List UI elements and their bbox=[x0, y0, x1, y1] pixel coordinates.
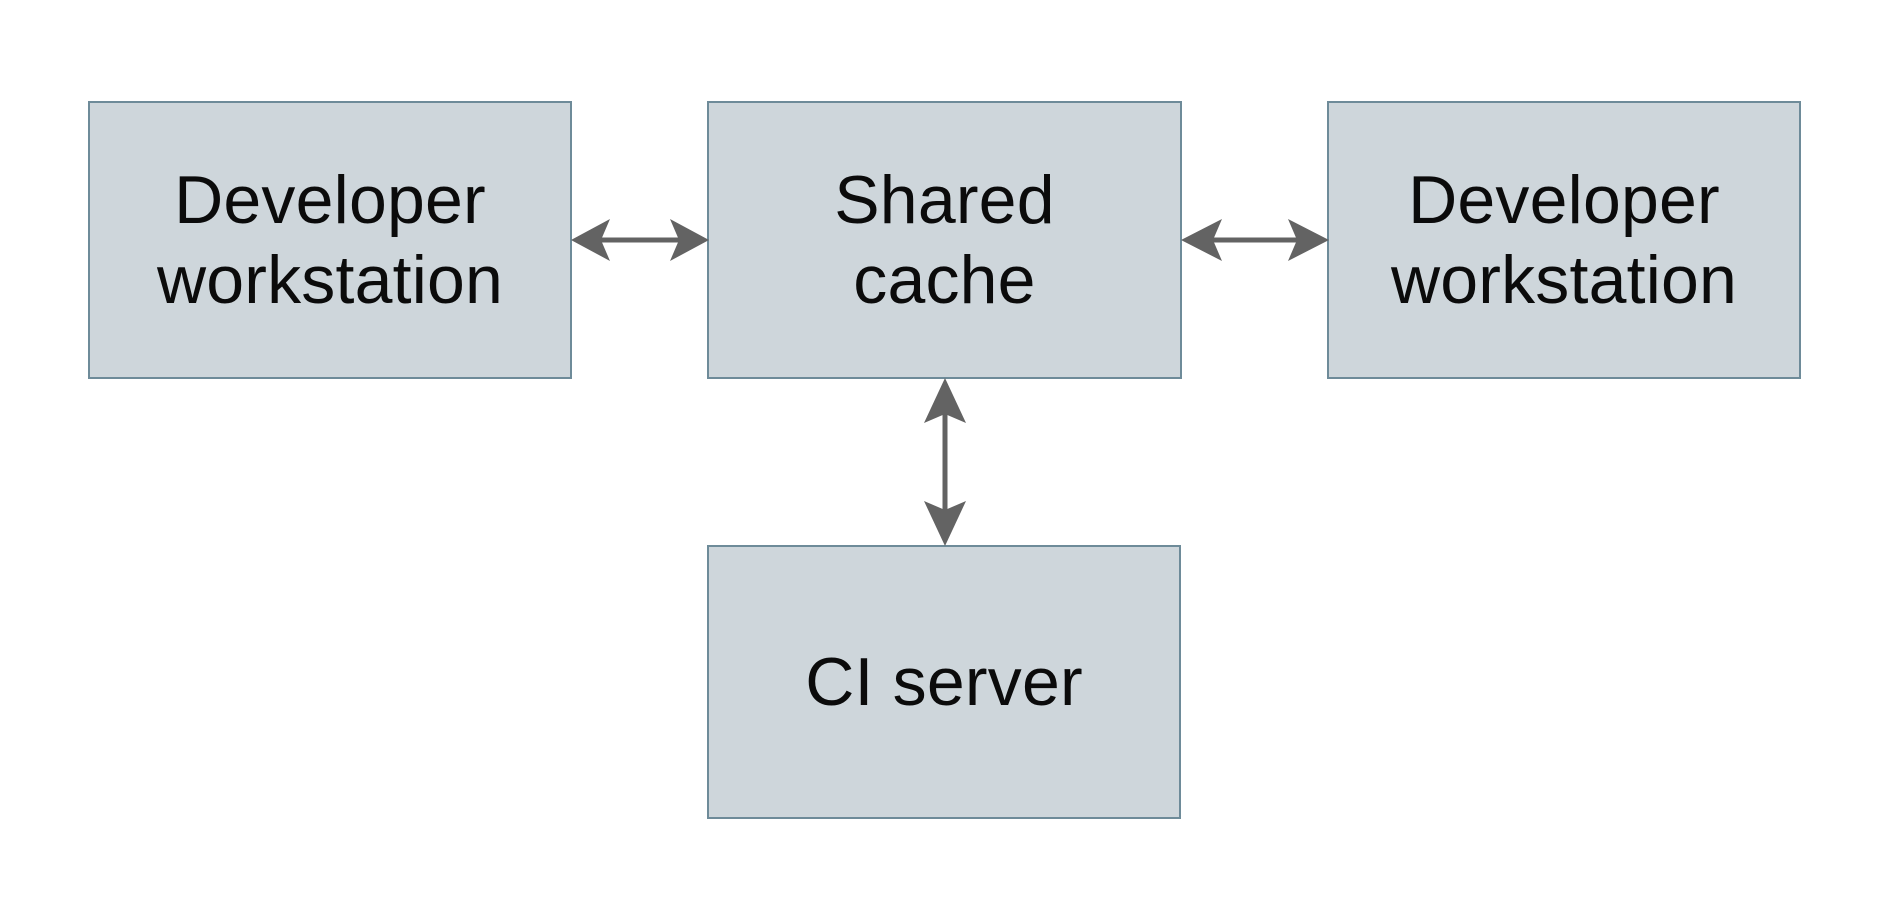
node-developer-workstation-right[interactable]: Developer workstation bbox=[1327, 101, 1801, 379]
node-label: Developer workstation bbox=[1390, 161, 1738, 318]
node-label: Developer workstation bbox=[156, 161, 504, 318]
node-developer-workstation-left[interactable]: Developer workstation bbox=[88, 101, 572, 379]
connector-dev-left-to-shared-cache-bidirectional-arrow-icon[interactable] bbox=[570, 205, 710, 275]
connector-shared-cache-to-dev-right-bidirectional-arrow-icon[interactable] bbox=[1180, 205, 1330, 275]
node-shared-cache[interactable]: Shared cache bbox=[707, 101, 1182, 379]
node-label: Shared cache bbox=[834, 161, 1055, 318]
connector-ci-server-to-shared-cache-bidirectional-arrow-icon[interactable] bbox=[910, 377, 980, 547]
node-label: CI server bbox=[805, 643, 1083, 720]
node-ci-server[interactable]: CI server bbox=[707, 545, 1181, 819]
